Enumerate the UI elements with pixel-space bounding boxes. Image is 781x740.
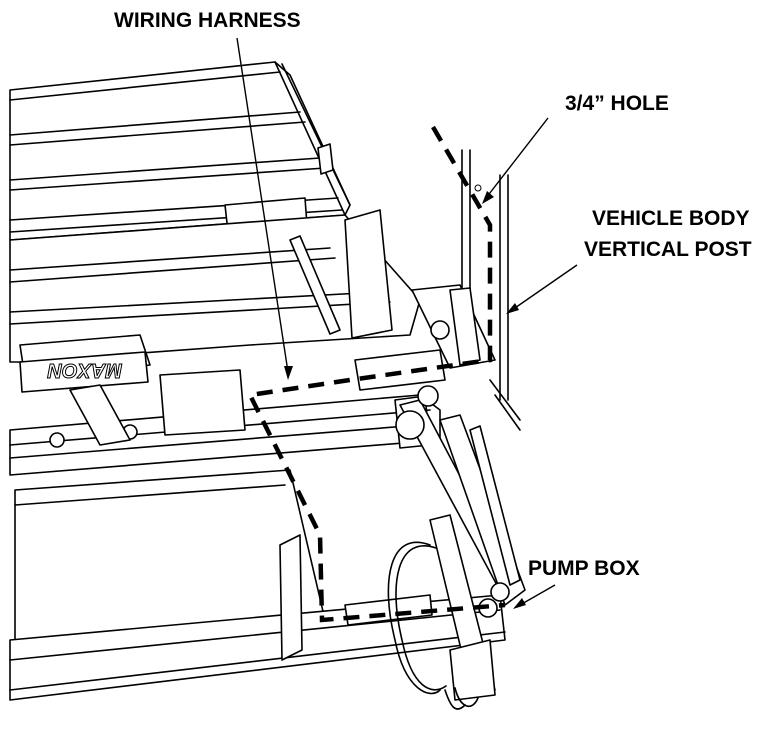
callout-labels: WIRING HARNESS 3/4” HOLE VEHICLE BODY VE… bbox=[114, 9, 752, 580]
callout-leaders bbox=[236, 37, 578, 609]
lift-arm-bracket bbox=[354, 284, 496, 391]
vehicle-body-label-line1: VEHICLE BODY bbox=[592, 207, 750, 230]
wiring-harness-route bbox=[246, 125, 506, 623]
maxon-brand-plate: MAXON bbox=[19, 351, 149, 393]
wiring-harness-label: WIRING HARNESS bbox=[114, 9, 301, 32]
hole-label: 3/4” HOLE bbox=[565, 92, 669, 115]
platform-slats bbox=[9, 61, 351, 241]
pump-box-label: PUMP BOX bbox=[528, 557, 640, 580]
maxon-logo-text: MAXON bbox=[47, 359, 122, 381]
platform-lower-deck bbox=[9, 209, 421, 379]
vehicle-body-label-line2: VERTICAL POST bbox=[584, 238, 752, 261]
hydraulic-hoses bbox=[387, 541, 479, 710]
pump-box-assembly bbox=[344, 385, 526, 701]
